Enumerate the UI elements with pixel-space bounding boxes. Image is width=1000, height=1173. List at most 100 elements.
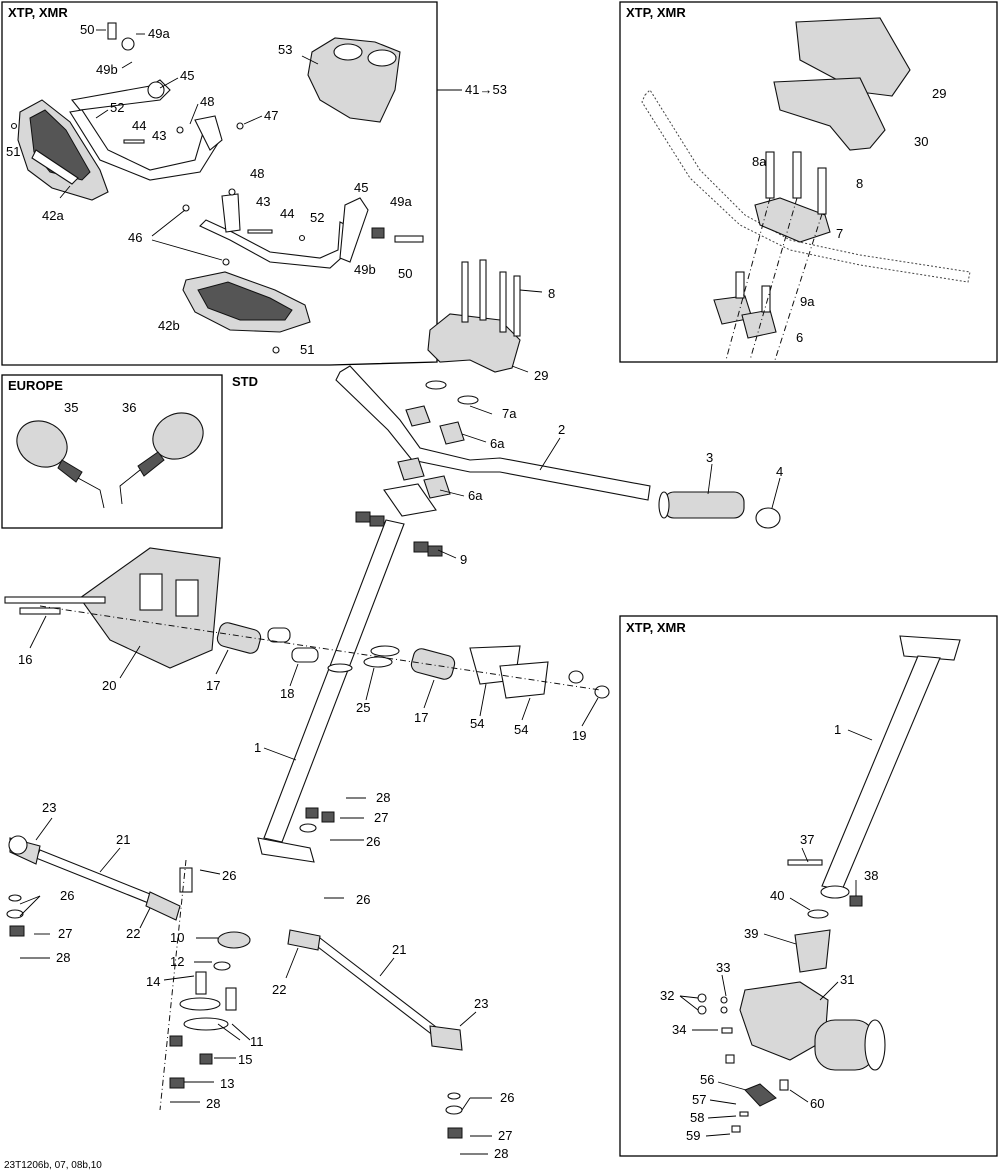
callout: 49b [354,262,376,277]
callout: 29 [932,86,946,101]
callout: 51 [6,144,20,159]
lower-hardware [6,807,463,1139]
pad-30-xtp [773,77,886,151]
callout: 59 [686,1128,700,1143]
callout: 35 [64,400,78,415]
panel-title-handlebar-xtp: XTP, XMR [626,5,686,20]
callout: 23 [474,996,488,1011]
plug-4 [755,507,781,529]
axis-lines-xtp [725,197,823,361]
callout: 28 [494,1146,508,1161]
callout: 51 [300,342,314,357]
callout: 42b [158,318,180,333]
nuts-19 [568,670,610,699]
callout: 25 [356,700,370,715]
group-callout: 41→53 [465,82,507,97]
leader-lines [19,29,873,1155]
callout: 49b [96,62,118,77]
callout: 45 [180,68,194,83]
handguard-left-42a [17,99,109,201]
callout: 30 [914,134,928,149]
hand-shield-53 [307,37,401,123]
callout: 56 [700,1072,714,1087]
callout: 50 [398,266,412,281]
boot-39 [794,929,831,973]
callout: 43 [152,128,166,143]
callout: 19 [572,728,586,743]
callout: 7a [502,406,517,421]
callout: 21 [392,942,406,957]
callout: 4 [776,464,783,479]
callout: 31 [840,972,854,987]
pad-29-xtp [795,17,911,97]
callout: 20 [102,678,116,693]
panel-power-steering-frame [619,615,998,1157]
callout: 43 [256,194,270,209]
callout: 57 [692,1092,706,1107]
callout: 8 [856,176,863,191]
support-20 [79,547,221,669]
steering-column-1 [257,519,405,863]
callout: 1 [254,740,261,755]
nuts-9 [355,511,443,557]
callout: 2 [558,422,565,437]
callout: 9 [460,552,467,567]
callout: 58 [690,1110,704,1125]
handguard-frame-lower [199,193,369,269]
handlebar-2 [335,365,651,501]
callout: 27 [374,810,388,825]
callout: 3 [706,450,713,465]
callout: 36 [122,400,136,415]
callout: 7 [836,226,843,241]
handguard-bracket-45-upper [70,79,171,111]
pad-29-std [427,313,521,373]
axis-line-main [39,605,601,691]
handlebar-ghost-xtp [641,89,971,283]
bushings-17-18 [216,622,456,680]
callout: 42a [42,208,64,223]
callout: 17 [206,678,220,693]
grip-3 [658,491,745,519]
callout: 47 [264,108,278,123]
callout: 26 [60,888,74,903]
callout: 49a [148,26,170,41]
plates-54 [469,645,549,699]
callout: 50 [80,22,94,37]
diagram-reference: 23T1206b, 07, 08b,10 [4,1160,102,1171]
bolts-8-std [461,259,521,337]
callout: 44 [280,206,294,221]
callout: 60 [810,1096,824,1111]
handguard-right-42b [182,271,311,333]
callout: 21 [116,832,130,847]
callout: 8 [548,286,555,301]
callout: 34 [672,1022,686,1037]
callout: 8a [752,154,767,169]
callout: 27 [58,926,72,941]
mirror-36 [119,412,204,505]
small-hardware-handguards [10,22,424,354]
callout: 46 [128,230,142,245]
tie-rod-left-21 [8,835,181,921]
bolt-16 [4,596,106,615]
callout: 33 [716,960,730,975]
callout: 54 [470,716,484,731]
callout: 38 [864,868,878,883]
callout: 14 [146,974,160,989]
callout: 11 [250,1034,264,1049]
callout: 16 [18,652,32,667]
panel-title-handguards: XTP, XMR [8,5,68,20]
callout: 28 [56,950,70,965]
column-1-xtp [820,635,961,899]
mirror-35 [16,420,105,509]
callout: 27 [498,1128,512,1143]
callout: 15 [238,1052,252,1067]
callout: 26 [500,1090,514,1105]
callout: 52 [110,100,124,115]
callout: 26 [366,834,380,849]
callout: 22 [272,982,286,997]
callout: 40 [770,888,784,903]
hardware-ps [697,859,863,1133]
bushings-6-xtp [713,271,777,339]
callout: 1 [834,722,841,737]
